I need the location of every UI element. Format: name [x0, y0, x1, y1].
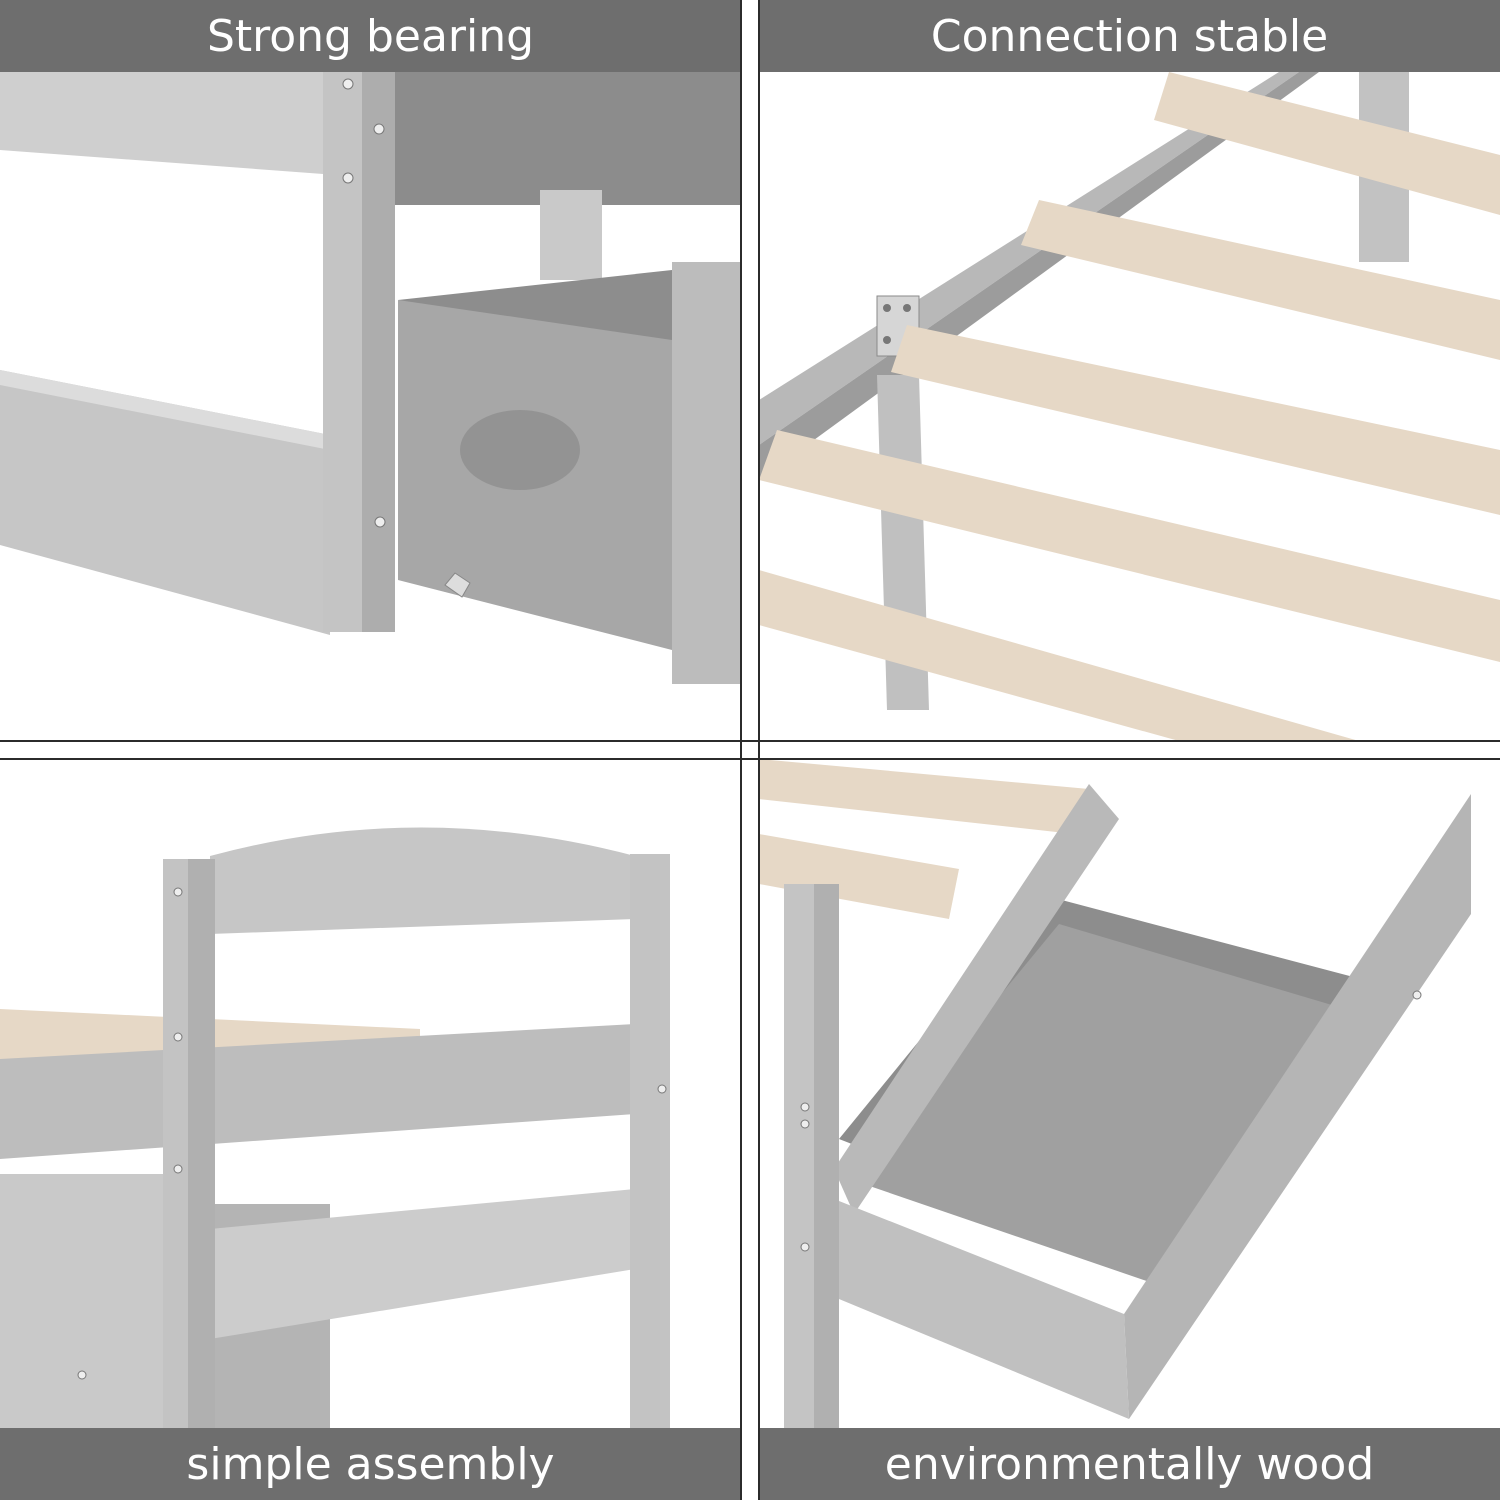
panel-strong-bearing: Strong bearing	[0, 0, 741, 741]
panel-connection-stable: Connection stable	[759, 0, 1500, 741]
caption-simple-assembly: simple assembly	[0, 1428, 741, 1500]
divider-vertical-right	[758, 0, 760, 1500]
divider-horizontal-top	[0, 740, 1500, 742]
divider-horizontal-bottom	[0, 758, 1500, 760]
bed-drawer-corner-image	[0, 72, 741, 741]
caption-connection-stable: Connection stable	[759, 0, 1500, 72]
divider-vertical-left	[740, 0, 742, 1500]
bed-open-drawer-image	[759, 759, 1500, 1429]
panel-simple-assembly: simple assembly	[0, 759, 741, 1500]
caption-strong-bearing: Strong bearing	[0, 0, 741, 72]
bed-headboard-image	[0, 759, 741, 1429]
bed-slats-bracket-image	[759, 72, 1500, 741]
panel-environmentally-wood: environmentally wood	[759, 759, 1500, 1500]
caption-environmentally-wood: environmentally wood	[759, 1428, 1500, 1500]
